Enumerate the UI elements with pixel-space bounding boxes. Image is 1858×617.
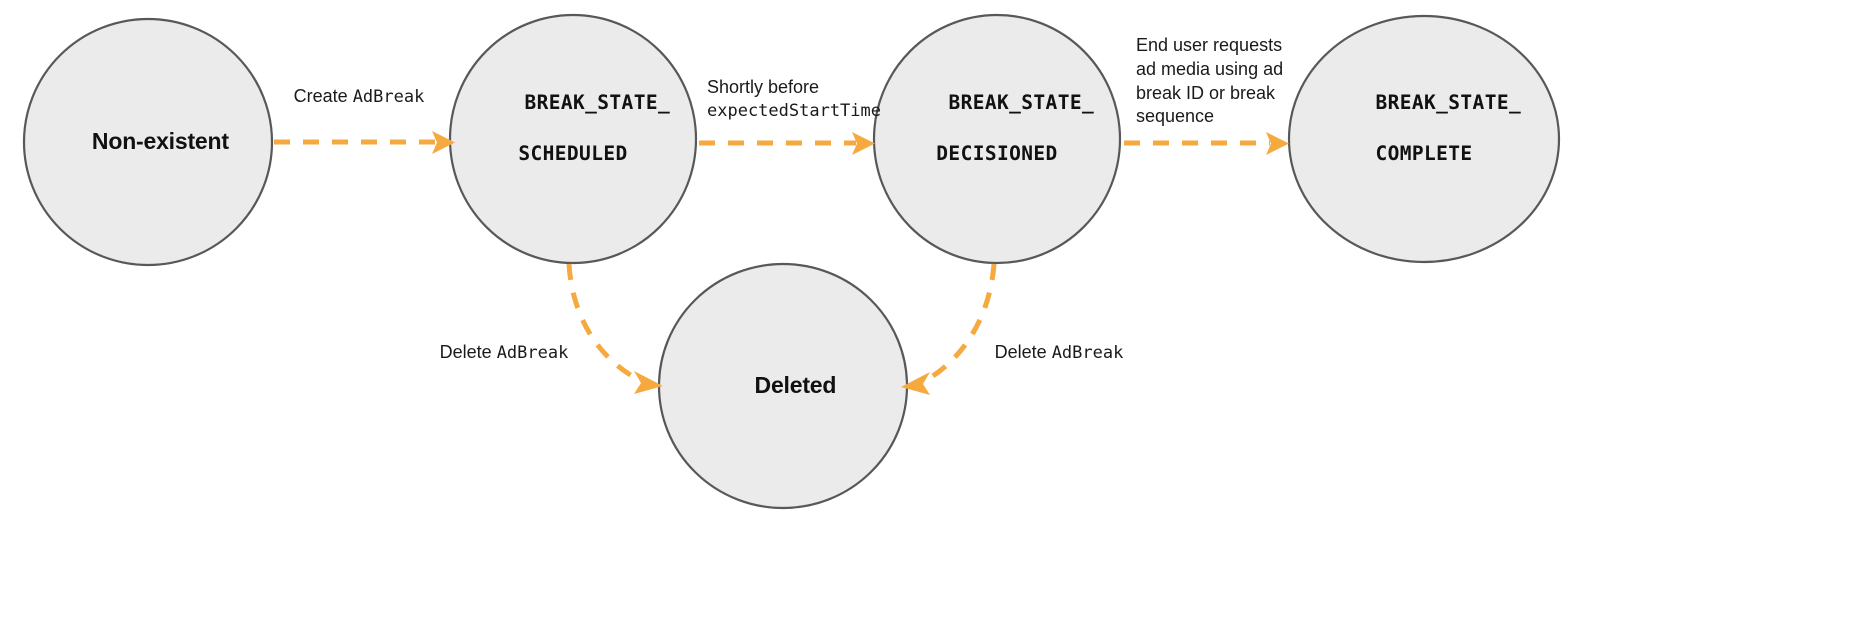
- arrowhead-icon: [432, 131, 455, 154]
- edge-create-adbreak: [274, 131, 455, 154]
- node-shape-deleted[interactable]: [657, 262, 909, 510]
- arrowhead-icon: [634, 371, 663, 394]
- node-shape-break-state-complete[interactable]: [1287, 14, 1561, 264]
- arrowhead-icon: [901, 372, 930, 395]
- arrowhead-icon: [1266, 132, 1289, 155]
- node-shape-non-existent[interactable]: [22, 17, 274, 267]
- node-shape-break-state-scheduled[interactable]: [448, 13, 698, 265]
- edge-delete-adbreak-from-scheduled: [566, 263, 663, 394]
- edge-delete-adbreak-from-decisioned: [901, 263, 997, 395]
- arrowhead-icon: [852, 132, 875, 155]
- edge-shortly-before-expected-start-time: [699, 132, 875, 155]
- edge-end-user-requests-ad-media: [1124, 132, 1289, 155]
- node-shape-break-state-decisioned[interactable]: [872, 13, 1122, 265]
